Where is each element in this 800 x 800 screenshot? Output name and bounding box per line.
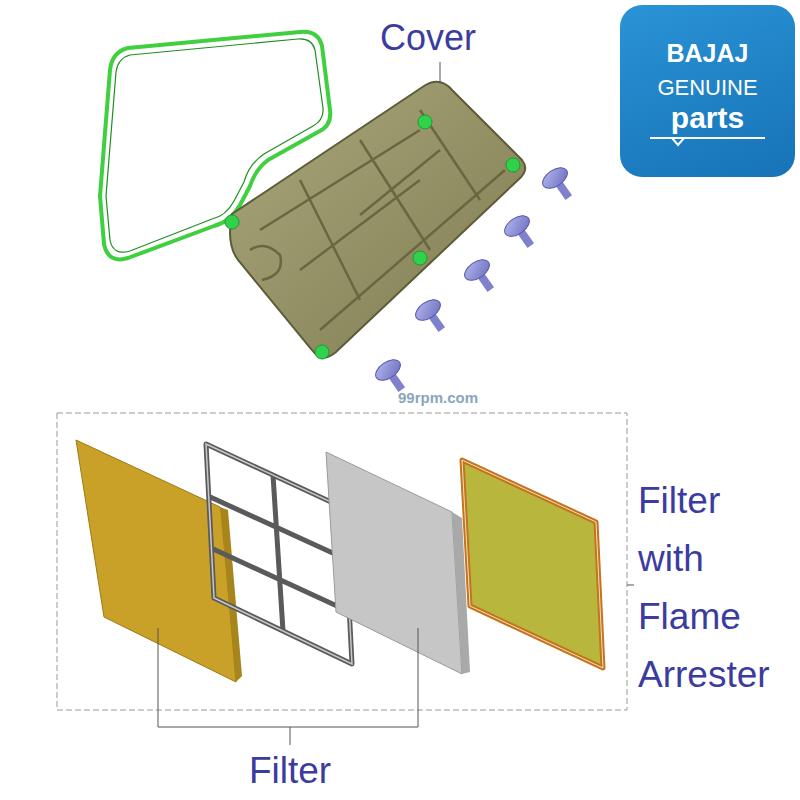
cover-ribs: [250, 110, 505, 330]
logo-text: BAJAJ: [620, 41, 795, 66]
bracket-line: [158, 628, 418, 745]
leader-line: [440, 62, 441, 82]
logo-text: GENUINE: [620, 77, 795, 99]
cover: [230, 82, 525, 358]
flame-arrester: [462, 460, 603, 668]
foam-edge: [220, 507, 242, 682]
logo-underline: [650, 138, 765, 145]
part-name: Filter with Flame Arrester: [638, 472, 788, 704]
screws: [372, 163, 580, 397]
kit-box: [57, 413, 627, 710]
watermark: 99rpm.com: [398, 390, 478, 405]
flame-arrester-edge: [462, 460, 603, 668]
logo-text: parts: [620, 103, 795, 133]
logo-underline: [620, 134, 795, 154]
part-name: Cover: [380, 20, 476, 56]
bracket-line: [627, 585, 634, 586]
part-name: Filter: [249, 752, 331, 789]
foam-filter: [326, 452, 462, 674]
cover-holes: [225, 115, 520, 359]
brand-logo: BAJAJ GENUINE parts: [620, 5, 795, 177]
